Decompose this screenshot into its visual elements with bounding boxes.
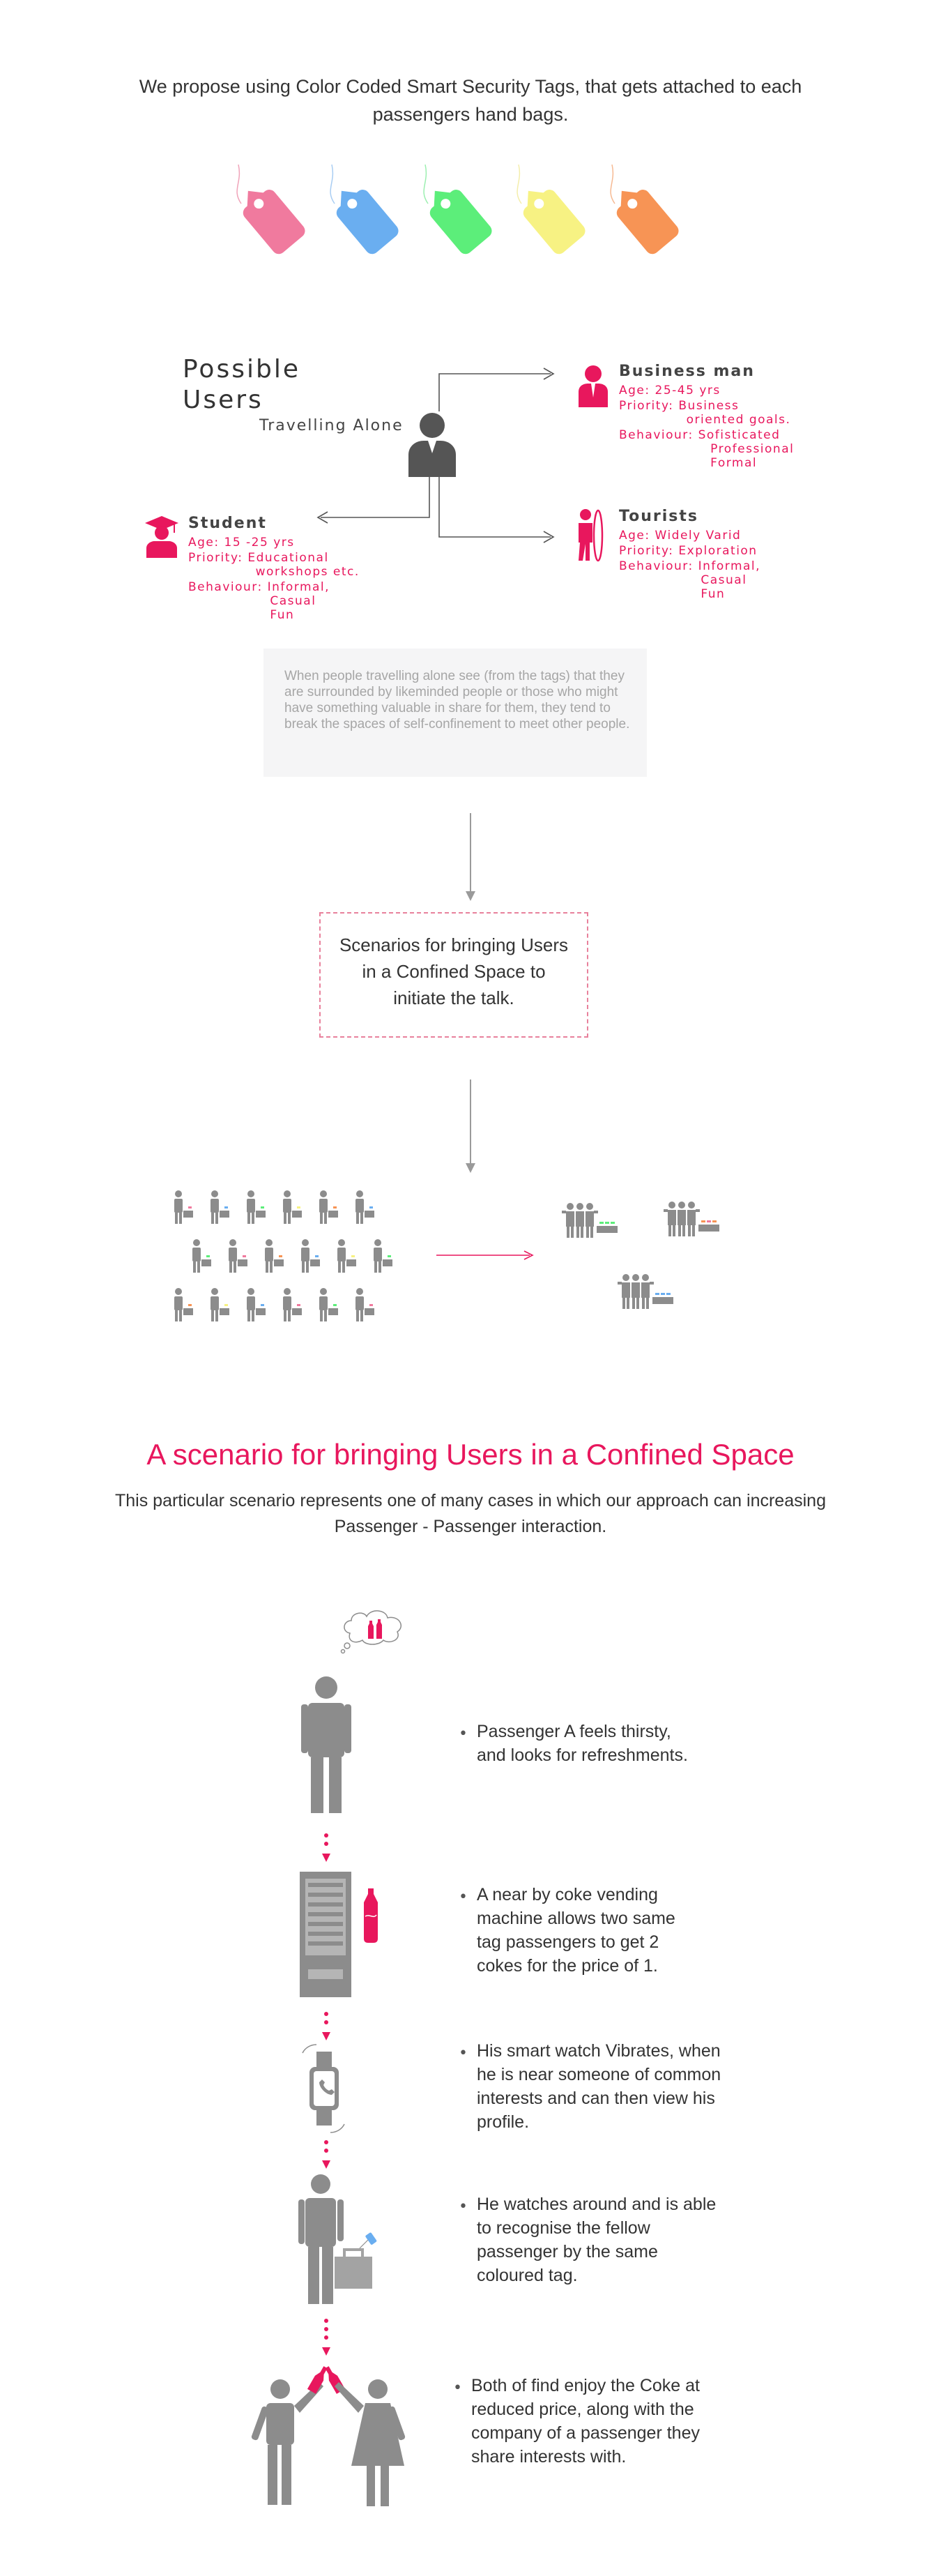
business-man-age: Age: 25-45 yrs [619,384,721,397]
tag-icon [229,162,312,259]
passenger-a-figure [301,1676,351,1813]
step-bullet: • [459,2045,468,2062]
insight-box [263,649,647,777]
step-connector-icon [322,2140,330,2169]
business-man-priority: Priority: Business oriented goals. [619,399,791,427]
two-passengers-cheers-figure [251,2366,406,2506]
grouped-passengers-illustration [562,1202,719,1309]
vending-machine-icon [300,1872,378,1997]
travelling-alone-label: Travelling Alone [259,417,404,434]
step-connector-icon [322,1833,330,1862]
thought-bubble-icon [340,1610,401,1654]
scenario-box-text: Scenarios for bringing Users in a Confin… [319,932,588,1011]
scenario-subtitle-line-1: This particular scenario represents one … [115,1491,826,1510]
business-man-behaviour: Behaviour: Sofisticated Professional For… [619,428,795,470]
step-2-text: A near by coke vending machine allows tw… [477,1885,675,1976]
step-5-text: Both of find enjoy the Coke at reduced p… [471,2376,700,2467]
scenario-title: A scenario for bringing Users in a Confi… [146,1438,795,1471]
intro-line-1: We propose using Color Coded Smart Secur… [139,76,802,97]
step-bullet: • [453,2379,462,2397]
step-connector-icon [322,2319,330,2356]
scenario-box-line-1: Scenarios for bringing Users [339,934,569,955]
scenario-subtitle-line-2: Passenger - Passenger interaction. [334,1517,607,1536]
arrow-down-icon [466,813,475,901]
scenario-box [319,912,588,1038]
traveller-person-icon [408,413,456,477]
possible-users-line-2: Users [183,386,263,414]
intro-line-2: passengers hand bags. [372,104,569,125]
crowd-of-passengers-illustration [174,1190,392,1321]
tourist-priority: Priority: Exploration [619,544,758,558]
intro-text: We propose using Color Coded Smart Secur… [0,73,941,128]
tourist-behaviour: Behaviour: Informal, Casual Fun [619,559,761,601]
step-bullet: • [459,1888,468,1906]
step-bullet: • [459,1725,468,1743]
scenario-box-line-2: in a Confined Space to [362,961,546,982]
step-3-text: His smart watch Vibrates, when he is nea… [477,2041,721,2132]
arrow-down-icon [466,1079,475,1173]
business-man-name: Business man [619,363,755,380]
passenger-with-bag-figure [298,2174,377,2304]
step-bullet: • [459,2198,468,2215]
business-man-icon [579,365,608,407]
scenario-box-line-3: initiate the talk. [393,987,514,1008]
student-age: Age: 15 -25 yrs [188,536,295,550]
student-name: Student [188,515,267,532]
tag-icon [415,162,499,259]
tag-icon [602,162,686,259]
tourist-name: Tourists [619,508,698,525]
student-priority: Priority: Educational workshops etc. [188,551,360,579]
insight-text: When people travelling alone see (from t… [284,669,630,732]
tag-icon [322,162,406,259]
step-4-text: He watches around and is able to recogni… [477,2195,717,2285]
student-graduate-icon [145,516,178,558]
tourist-age: Age: Widely Varid [619,529,742,543]
tag-icon [509,162,592,259]
scenario-subtitle: This particular scenario represents one … [0,1488,941,1540]
arrow-right-icon [436,1250,534,1260]
smart-watch-icon [302,2044,345,2133]
possible-users-title: Possible Users [183,354,300,416]
step-1-text: Passenger A feels thirsty, and looks for… [477,1722,688,1765]
user-connector-lines [316,368,555,543]
student-behaviour: Behaviour: Informal, Casual Fun [188,580,330,622]
tourist-surfer-icon [579,509,604,562]
step-connector-icon [322,2012,330,2040]
possible-users-line-1: Possible [183,355,300,384]
